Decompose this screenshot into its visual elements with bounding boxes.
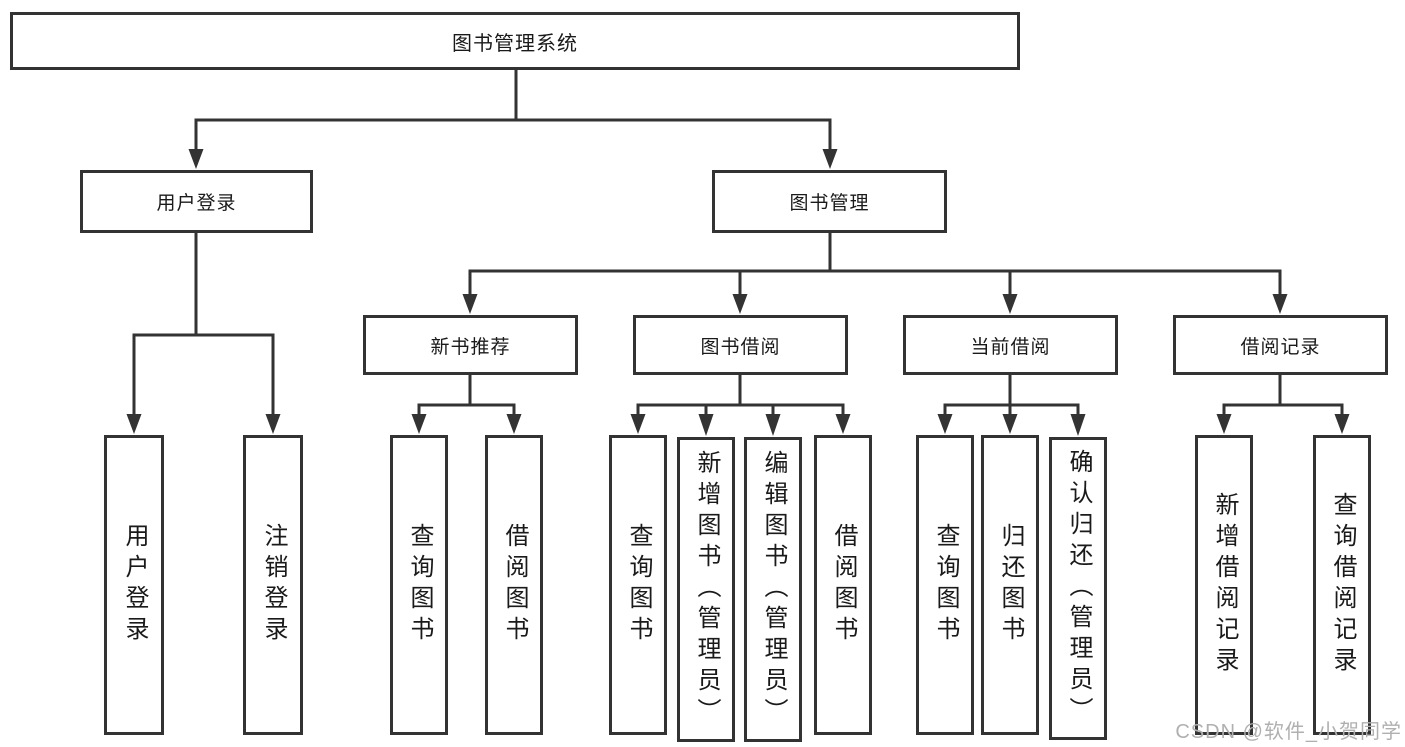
node-query-borrow-record: 查询借阅记录 (1313, 435, 1371, 735)
node-label: 查询图书 (625, 523, 652, 647)
node-user-login-leaf: 用户登录 (104, 435, 164, 735)
node-label: 用户登录 (156, 193, 237, 214)
node-book-borrow: 图书借阅 (633, 315, 848, 375)
node-user-login-branch: 用户登录 (80, 170, 313, 233)
node-borrow-records: 借阅记录 (1173, 315, 1388, 375)
node-current-borrow: 当前借阅 (903, 315, 1118, 375)
node-edit-books-admin: 编辑图书（管理员） (744, 437, 802, 742)
node-label: 借阅记录 (1240, 336, 1321, 358)
node-query-books-borrow: 查询图书 (609, 435, 667, 735)
node-label: 借阅图书 (830, 523, 857, 647)
node-confirm-return-admin: 确认归还（管理员） (1049, 437, 1107, 740)
node-add-books-admin: 新增图书（管理员） (677, 437, 735, 742)
node-label: 图书管理 (789, 193, 870, 214)
node-label: 借阅图书 (501, 523, 528, 647)
node-label: 用户登录 (121, 523, 148, 647)
node-borrow-books-recommend: 借阅图书 (485, 435, 543, 735)
node-label: 图书借阅 (700, 336, 781, 358)
node-label: 确认归还（管理员） (1065, 449, 1092, 728)
node-logout: 注销登录 (243, 435, 303, 735)
node-add-borrow-record: 新增借阅记录 (1195, 435, 1253, 735)
node-label: 新增借阅记录 (1211, 492, 1238, 678)
node-label: 查询图书 (406, 523, 433, 647)
node-label: 归还图书 (997, 523, 1024, 647)
node-label: 查询图书 (932, 523, 959, 647)
node-query-books-recommend: 查询图书 (390, 435, 448, 735)
node-borrow-books-leaf: 借阅图书 (814, 435, 872, 735)
node-query-books-current: 查询图书 (916, 435, 974, 735)
csdn-watermark: CSDN @软件_小贺同学 (1175, 721, 1402, 743)
node-label: 查询借阅记录 (1329, 492, 1356, 678)
node-library-management-system: 图书管理系统 (10, 12, 1020, 70)
node-label: 图书管理系统 (452, 32, 578, 55)
node-label: 注销登录 (260, 523, 287, 647)
node-label: 当前借阅 (970, 336, 1051, 358)
node-book-management: 图书管理 (712, 170, 947, 233)
node-return-books: 归还图书 (981, 435, 1039, 735)
node-label: 新书推荐 (430, 336, 511, 358)
node-label: 新增图书（管理员） (693, 450, 720, 729)
node-new-book-recommend: 新书推荐 (363, 315, 578, 375)
node-label: 编辑图书（管理员） (760, 450, 787, 729)
